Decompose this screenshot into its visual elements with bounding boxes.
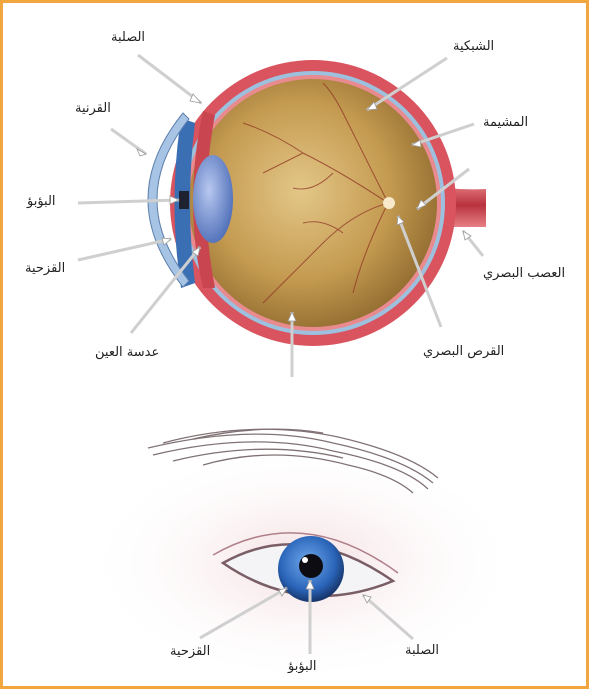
label-iris-face: القزحية xyxy=(170,644,210,660)
optic-disc xyxy=(383,197,395,209)
pupil-gap xyxy=(179,191,189,209)
face-pupil xyxy=(299,554,323,578)
pupil-highlight xyxy=(302,557,308,563)
label-iris-top: القزحية xyxy=(25,261,65,277)
label-retina: الشبكية xyxy=(453,39,494,55)
label-sclera-face: الصلبة xyxy=(405,643,439,659)
lens xyxy=(193,155,233,243)
label-pupil-top: البؤبؤ xyxy=(27,194,56,210)
label-choroid: المشيمة xyxy=(483,115,528,131)
label-cornea: القرنية xyxy=(75,101,111,117)
label-sclera-top: الصلبة xyxy=(111,30,145,46)
label-optic-disc: القرص البصري xyxy=(423,344,504,360)
label-optic-nerve: العصب البصري xyxy=(483,266,565,282)
label-pupil-face: البؤبؤ xyxy=(288,659,317,675)
label-lens: عدسة العين xyxy=(95,345,159,361)
